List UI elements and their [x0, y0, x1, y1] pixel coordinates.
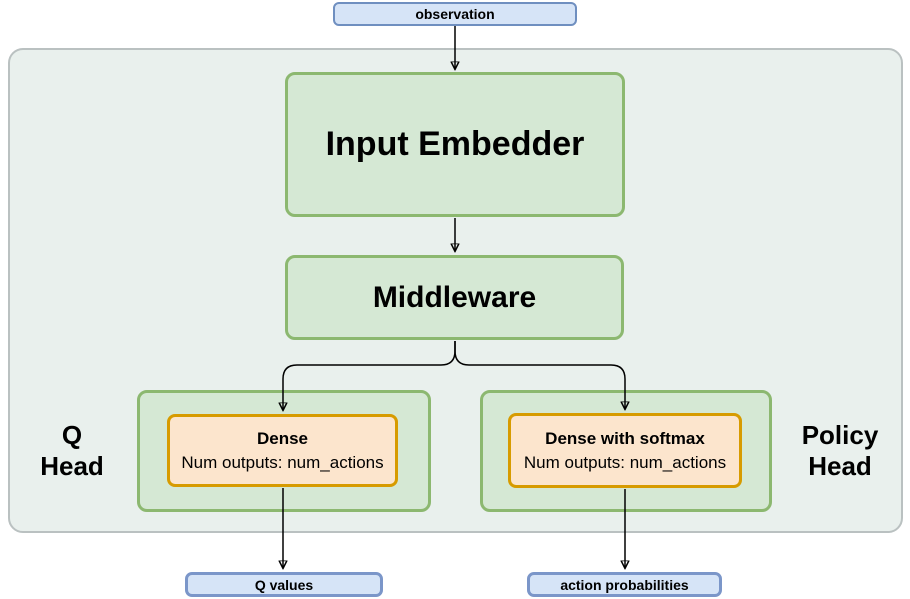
observation-label: observation	[415, 6, 495, 22]
policy-dense-subtitle: Num outputs: num_actions	[523, 453, 727, 472]
q-head-label: Q Head	[19, 420, 125, 482]
q-head-label-line1: Q	[61, 420, 83, 450]
input-embedder-node: Input Embedder	[285, 72, 625, 217]
q-head-dense-node: Dense Num outputs: num_actions	[167, 414, 398, 487]
policy-dense-title: Dense with softmax	[545, 429, 705, 448]
middleware-node: Middleware	[285, 255, 624, 340]
q-dense-title: Dense	[256, 429, 309, 448]
middleware-label: Middleware	[372, 280, 537, 314]
input-embedder-label: Input Embedder	[325, 125, 585, 163]
q-values-label: Q values	[254, 576, 314, 593]
policy-head-dense-node: Dense with softmax Num outputs: num_acti…	[508, 413, 742, 488]
q-values-node: Q values	[185, 572, 383, 597]
action-probabilities-node: action probabilities	[527, 572, 722, 597]
q-dense-subtitle: Num outputs: num_actions	[181, 453, 384, 472]
q-head-label-line2: Head	[40, 451, 104, 481]
observation-node: observation	[333, 2, 577, 26]
action-probabilities-label: action probabilities	[560, 576, 689, 593]
policy-head-label-line1: Policy	[801, 420, 879, 450]
policy-head-label: Policy Head	[784, 420, 896, 482]
policy-head-label-line2: Head	[808, 451, 872, 481]
